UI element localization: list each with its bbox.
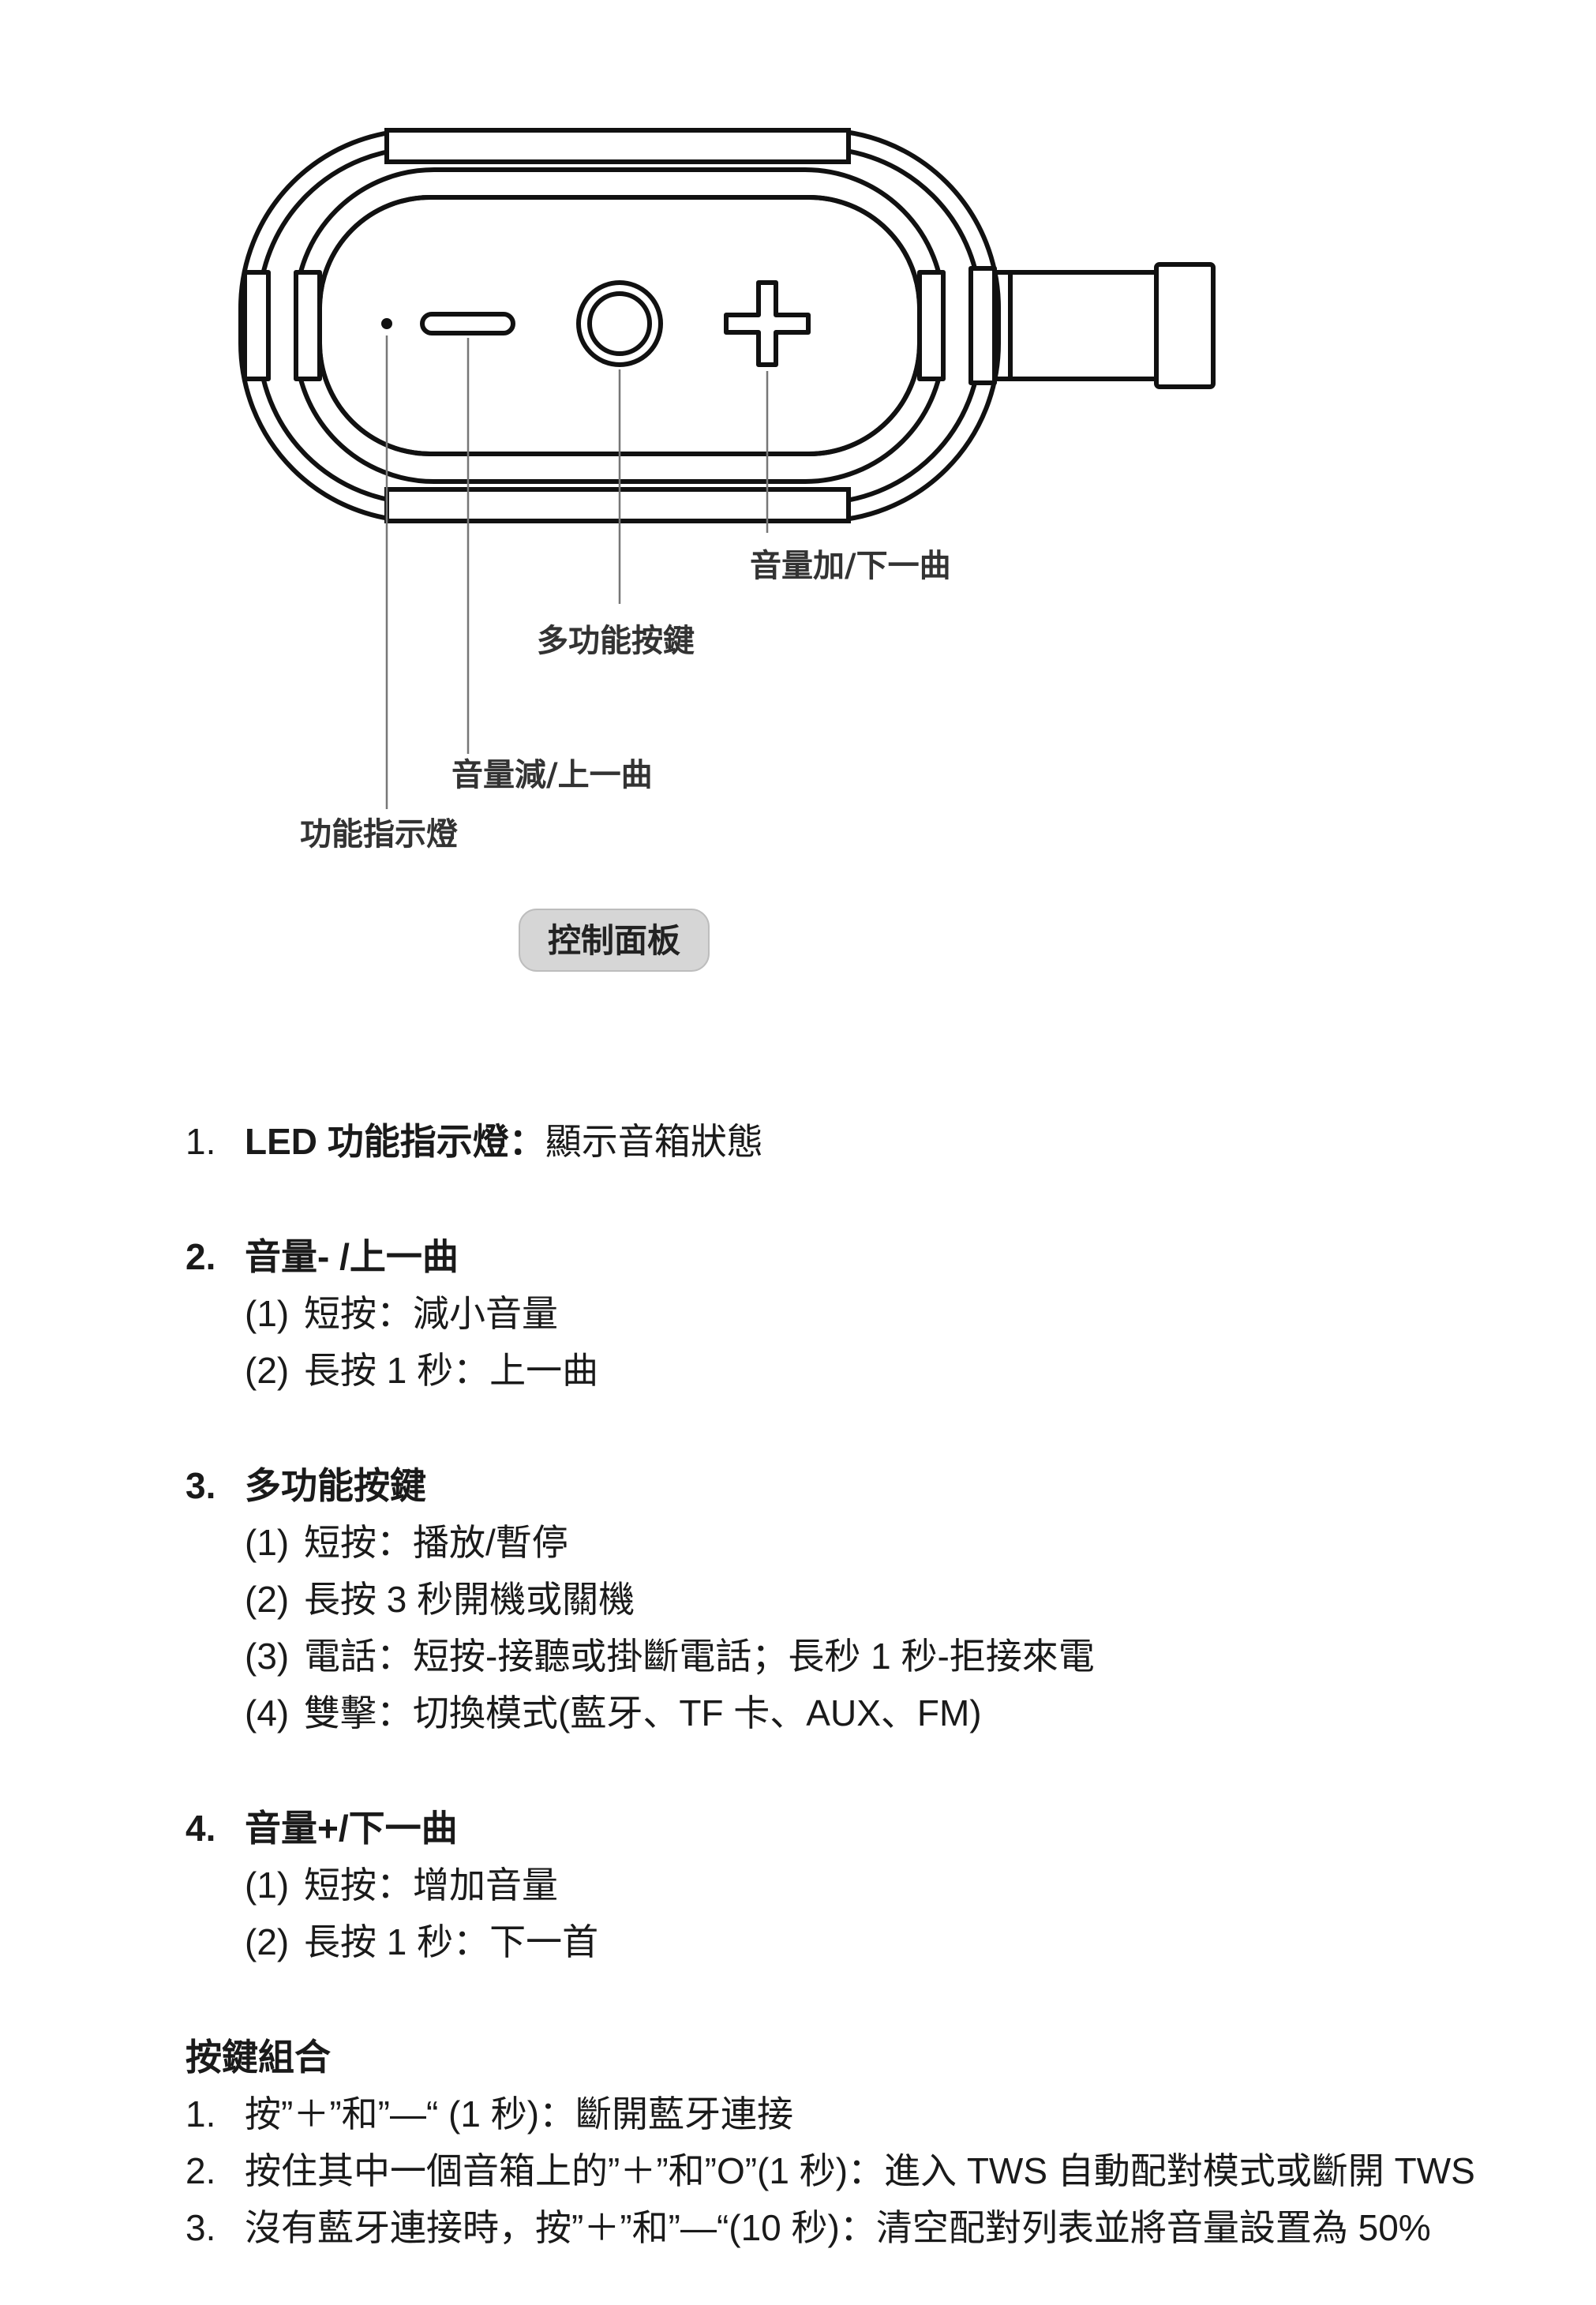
sub-text: 短按：增加音量 bbox=[304, 1865, 558, 1906]
led-dot-icon bbox=[381, 318, 392, 329]
item-heading: 音量+/下一曲 bbox=[245, 1808, 458, 1849]
label-vol-down: 音量減/上一曲 bbox=[451, 757, 653, 793]
item-number: 1. bbox=[185, 1121, 216, 1162]
label-vol-up: 音量加/下一曲 bbox=[750, 548, 951, 584]
label-multi: 多功能按鍵 bbox=[537, 623, 695, 659]
badge-label: 控制面板 bbox=[548, 921, 680, 960]
sub-text: 電話：短按-接聽或掛斷電話；長秒 1 秒-拒接來電 bbox=[304, 1636, 1095, 1677]
sub-text: 長按 1 秒：上一曲 bbox=[304, 1350, 599, 1391]
sub-text: 短按：減小音量 bbox=[304, 1293, 558, 1334]
combo-text: 沒有藍牙連接時，按”＋”和”—“(10 秒)：清空配對列表並將音量設置為 50% bbox=[245, 2207, 1431, 2248]
sub-number: (1) bbox=[245, 1522, 290, 1563]
item-2: 2. 音量- /上一曲 (1) 短按：減小音量 (2) 長按 1 秒：上一曲 bbox=[185, 1228, 1575, 1399]
combo-number: 3. bbox=[185, 2207, 216, 2248]
sub-number: (2) bbox=[245, 1921, 290, 1962]
item-number: 3. bbox=[185, 1465, 216, 1506]
item-heading: 音量- /上一曲 bbox=[245, 1236, 459, 1277]
sub-number: (1) bbox=[245, 1293, 290, 1334]
combo-number: 2. bbox=[185, 2150, 216, 2191]
plus-icon[interactable] bbox=[724, 280, 811, 367]
strap bbox=[996, 270, 1159, 381]
control-panel-badge bbox=[519, 909, 710, 972]
item-heading: LED 功能指示燈 bbox=[245, 1121, 509, 1162]
sub-number: (2) bbox=[245, 1579, 290, 1620]
minus-icon[interactable] bbox=[420, 312, 515, 335]
item-number: 2. bbox=[185, 1236, 216, 1277]
button-combos: 按鍵組合 1. 按”＋”和”—“ (1 秒)：斷開藍牙連接 2. 按住其中一個音箱上… bbox=[185, 2029, 1575, 2256]
sub-number: (1) bbox=[245, 1865, 290, 1906]
control-panel-diagram: 音量加/下一曲 多功能按鍵 音量減/上一曲 功能指示燈 控制面板 bbox=[238, 128, 1216, 972]
combo-text: 按住其中一個音箱上的”＋”和”O”(1 秒)：進入 TWS 自動配對模式或斷開 … bbox=[245, 2150, 1475, 2191]
sub-text: 短按：播放/暫停 bbox=[304, 1522, 568, 1563]
instructions: 1. LED 功能指示燈 ： 顯示音箱狀態 2. 音量- /上一曲 (1) 短按：… bbox=[185, 1113, 1575, 2256]
item-4: 4. 音量+/下一曲 (1) 短按：增加音量 (2) 長按 1 秒：下一首 bbox=[185, 1800, 1575, 1970]
item-number: 4. bbox=[185, 1808, 216, 1849]
item-3: 3. 多功能按鍵 (1) 短按：播放/暫停 (2) 長按 3 秒開機或關機 (3) 電… bbox=[185, 1457, 1575, 1741]
sub-number: (2) bbox=[245, 1350, 290, 1391]
circle-button-icon[interactable] bbox=[576, 280, 663, 367]
combo-title: 按鍵組合 bbox=[185, 2037, 331, 2078]
item-heading: 多功能按鍵 bbox=[245, 1465, 426, 1506]
combo-text: 按”＋”和”—“ (1 秒)：斷開藍牙連接 bbox=[245, 2093, 794, 2134]
strap-end bbox=[1154, 262, 1216, 389]
sub-text: 長按 1 秒：下一首 bbox=[304, 1921, 599, 1962]
combo-number: 1. bbox=[185, 2093, 216, 2134]
item-1: 1. LED 功能指示燈 ： 顯示音箱狀態 bbox=[185, 1113, 1575, 1170]
sub-text: 雙擊：切換模式(藍牙、TF 卡、AUX、FM) bbox=[304, 1692, 982, 1733]
sub-number: (4) bbox=[245, 1692, 290, 1733]
item-separator: ： bbox=[508, 1121, 545, 1162]
label-led: 功能指示燈 bbox=[300, 816, 458, 853]
item-description: 顯示音箱狀態 bbox=[545, 1121, 763, 1162]
sub-text: 長按 3 秒開機或關機 bbox=[304, 1579, 635, 1620]
sub-number: (3) bbox=[245, 1636, 290, 1677]
